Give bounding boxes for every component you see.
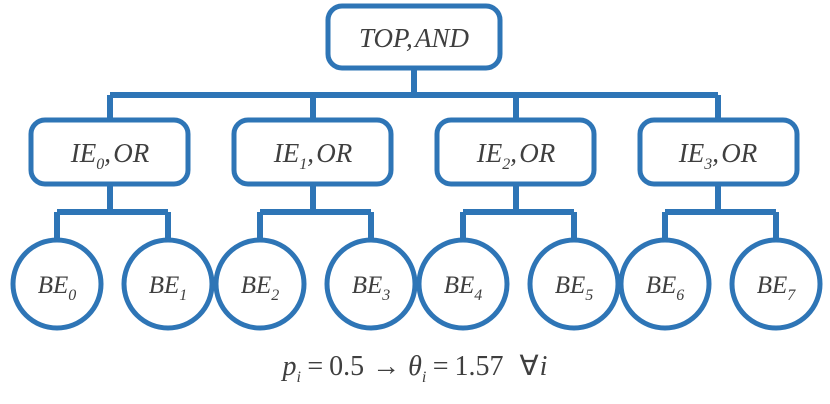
node-ie1[interactable]: IE1, OR: [231, 117, 394, 187]
node-ie1-label: IE1, OR: [273, 138, 353, 173]
node-be3-circle[interactable]: [324, 237, 418, 331]
node-top-box[interactable]: [325, 3, 503, 71]
node-ie0-box[interactable]: [28, 117, 191, 187]
node-be4-circle[interactable]: [416, 237, 510, 331]
node-ie2[interactable]: IE2, OR: [434, 117, 597, 187]
node-be1-circle[interactable]: [121, 237, 215, 331]
node-be0-circle[interactable]: [10, 237, 104, 331]
node-be6-label: BE6: [646, 272, 685, 304]
node-ie1-box[interactable]: [231, 117, 394, 187]
caption-forall: ∀: [520, 351, 539, 382]
caption-theta: θ: [408, 351, 422, 382]
caption-formula: pi =0.5→θi =1.57∀i: [281, 351, 548, 386]
caption-theta-sub: i: [422, 369, 426, 386]
node-be7-label: BE7: [757, 272, 797, 304]
connector-group-ie0-to-be: [54, 184, 171, 240]
caption-p-value: 0.5: [329, 351, 364, 382]
node-be1[interactable]: BE1: [121, 237, 215, 331]
node-be0[interactable]: BE0: [10, 237, 104, 331]
connector-group-ie2-to-be: [460, 184, 577, 240]
node-be6[interactable]: BE6: [618, 237, 712, 331]
node-ie0[interactable]: IE0, OR: [28, 117, 191, 187]
node-be2-circle[interactable]: [213, 237, 307, 331]
connector-group-ie3-to-be: [662, 184, 779, 240]
node-be5-label: BE5: [555, 272, 594, 304]
node-ie2-box[interactable]: [434, 117, 597, 187]
node-be6-circle[interactable]: [618, 237, 712, 331]
caption-arrow: →: [372, 351, 400, 382]
node-be7-circle[interactable]: [729, 237, 823, 331]
node-be5-circle[interactable]: [527, 237, 621, 331]
node-be2-label: BE2: [241, 272, 280, 304]
node-ie2-label: IE2, OR: [476, 138, 556, 173]
caption-p: p: [281, 351, 297, 382]
node-be4[interactable]: BE4: [416, 237, 510, 331]
node-top[interactable]: TOP, AND: [325, 3, 503, 71]
node-be4-label: BE4: [444, 272, 483, 304]
caption-text: pi =0.5→θi =1.57∀i: [281, 351, 548, 386]
node-be3[interactable]: BE3: [324, 237, 418, 331]
caption-eq1: =: [307, 351, 323, 382]
node-be3-label: BE3: [352, 272, 391, 304]
node-top-label: TOP, AND: [359, 23, 470, 53]
caption-theta-value: 1.57: [455, 351, 504, 382]
caption-p-sub: i: [297, 369, 301, 386]
caption-forall-index: i: [540, 351, 548, 382]
node-ie3[interactable]: IE3, OR: [637, 117, 800, 187]
node-ie3-label: IE3, OR: [678, 138, 758, 173]
node-ie3-box[interactable]: [637, 117, 800, 187]
node-be0-label: BE0: [38, 272, 77, 304]
node-be1-label: BE1: [149, 272, 188, 304]
node-be2[interactable]: BE2: [213, 237, 307, 331]
node-be5[interactable]: BE5: [527, 237, 621, 331]
node-ie0-label: IE0, OR: [70, 138, 150, 173]
caption-eq2: =: [433, 351, 449, 382]
connector-group-ie1-to-be: [257, 184, 374, 240]
connector-group-top-to-ie: [107, 68, 721, 120]
node-be7[interactable]: BE7: [729, 237, 823, 331]
